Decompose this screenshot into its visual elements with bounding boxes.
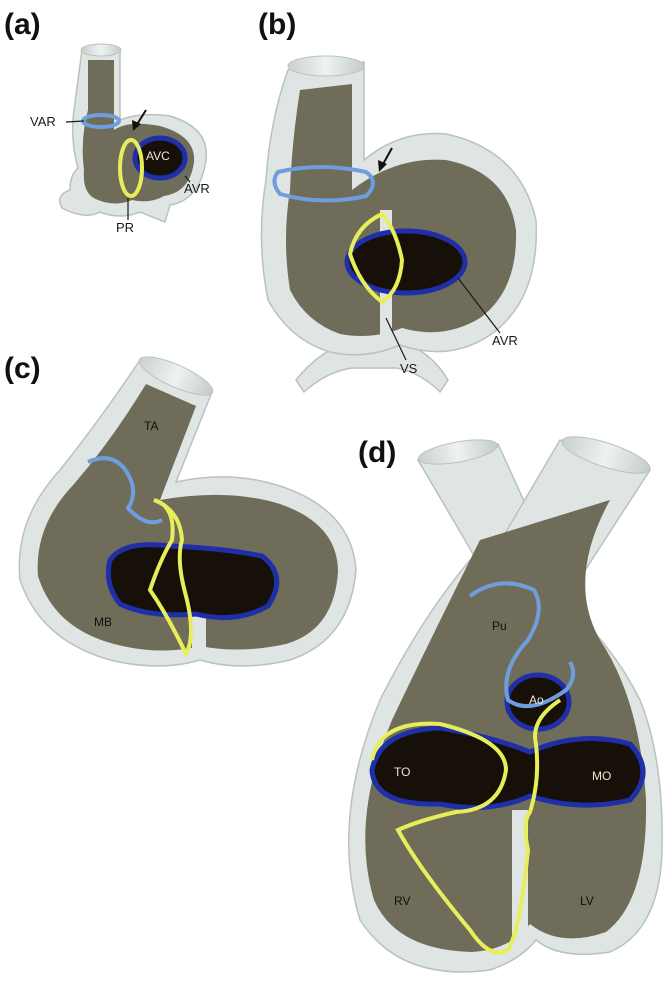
panel-a-outflow-opening (81, 44, 121, 56)
panel-b-callout-avr: AVR (492, 333, 518, 348)
panel-a: (a) VAR AVC AVR PR (4, 8, 210, 235)
panel-a-label: (a) (4, 8, 41, 41)
panel-a-callout-avc: AVC (146, 149, 170, 163)
panel-d-callout-lv: LV (580, 894, 594, 908)
panel-c-label: (c) (4, 352, 41, 385)
panel-b-cavity (286, 84, 516, 336)
panel-d: (d) Pu Ao TO MO RV LV (349, 429, 662, 972)
panel-a-callout-pr: PR (116, 220, 134, 235)
panel-c: (c) TA MB (4, 350, 356, 666)
panel-c-callout-mb: MB (94, 615, 112, 629)
panel-c-callout-ta: TA (144, 419, 158, 433)
panel-a-callout-avr: AVR (184, 181, 210, 196)
panel-d-callout-to: TO (394, 765, 410, 779)
panel-b-callout-vs: VS (400, 361, 418, 376)
panel-b: (b) AVR VS (258, 8, 536, 392)
panel-b-label: (b) (258, 8, 296, 41)
panel-a-callout-var: VAR (30, 114, 56, 129)
panel-d-callout-ao: Ao (529, 693, 544, 707)
panel-d-label: (d) (358, 436, 396, 469)
panel-d-callout-rv: RV (394, 894, 410, 908)
panel-d-callout-pu: Pu (492, 619, 507, 633)
panel-d-callout-mo: MO (592, 769, 611, 783)
panel-b-outflow-opening (288, 56, 364, 76)
